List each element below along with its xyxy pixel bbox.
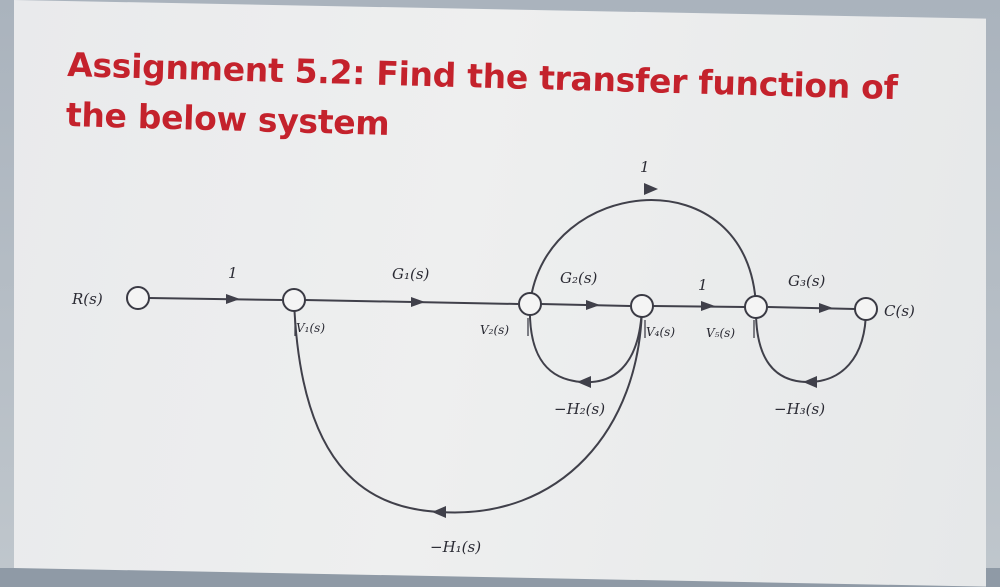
gain-g2: G₂(s) bbox=[560, 269, 598, 287]
arrow-feedforward bbox=[644, 183, 658, 195]
node-v1 bbox=[282, 288, 306, 312]
arrow-g3 bbox=[819, 303, 833, 313]
gain-h1: −H₁(s) bbox=[430, 538, 481, 556]
arrow-h1 bbox=[432, 506, 446, 518]
arrow-h3 bbox=[803, 376, 817, 388]
branch-feedforward bbox=[529, 199, 757, 308]
gain-h3: −H₃(s) bbox=[774, 400, 825, 418]
branch-r-to-v1 bbox=[148, 297, 283, 301]
gain-r-to-v1: 1 bbox=[228, 264, 238, 282]
label-r: R(s) bbox=[71, 290, 103, 308]
label-v2: V₂(s) bbox=[480, 323, 509, 337]
node-v5 bbox=[744, 295, 768, 319]
arrow-r-to-v1 bbox=[226, 294, 240, 304]
node-v4 bbox=[630, 294, 654, 318]
branch-v4-to-v5 bbox=[652, 305, 746, 308]
branch-g2 bbox=[540, 303, 631, 307]
branch-h2 bbox=[528, 303, 643, 384]
signal-flow-graph: R(s) V₁(s) V₂(s) V₄(s) V₅(s) C(s) 1 G₁(s… bbox=[71, 158, 915, 556]
gain-g1: G₁(s) bbox=[392, 265, 430, 283]
node-v2 bbox=[518, 292, 542, 316]
label-c: C(s) bbox=[884, 302, 915, 320]
gain-feedforward: 1 bbox=[640, 158, 650, 176]
gain-h2: −H₂(s) bbox=[554, 400, 605, 418]
node-c bbox=[854, 297, 878, 321]
label-v1: V₁(s) bbox=[296, 321, 325, 335]
node-r bbox=[126, 286, 150, 310]
arrow-h2 bbox=[577, 376, 591, 388]
gain-g3: G₃(s) bbox=[788, 272, 826, 290]
label-v5: V₅(s) bbox=[706, 326, 735, 340]
gain-v4-to-v5: 1 bbox=[698, 276, 708, 294]
arrow-g2 bbox=[586, 300, 600, 310]
branch-h3 bbox=[754, 306, 867, 384]
arrow-g1 bbox=[411, 297, 425, 307]
arrow-v4-to-v5 bbox=[701, 301, 715, 311]
branch-g3 bbox=[767, 306, 856, 310]
label-v4: V₄(s) bbox=[646, 325, 675, 339]
